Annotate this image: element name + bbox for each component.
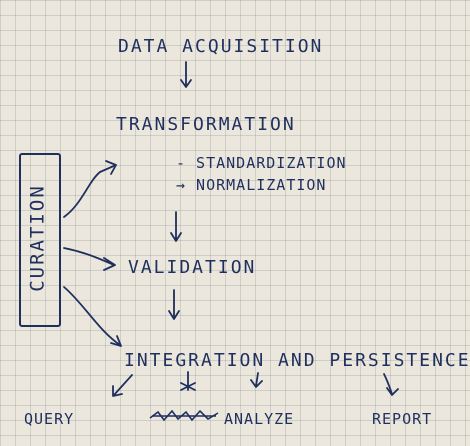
integration-and-persistence-label: INTEGRATION AND PERSISTENCE xyxy=(124,350,470,371)
data-acquisition-label: DATA ACQUISITION xyxy=(118,36,324,57)
curation-label: CURATION xyxy=(26,184,49,292)
transformation-label: TRANSFORMATION xyxy=(116,114,296,135)
arrow-integration-to-analyze xyxy=(180,371,196,391)
arrow-curation-to-validation xyxy=(63,247,116,271)
validation-label: VALIDATION xyxy=(128,257,257,278)
query-label: QUERY xyxy=(24,410,75,428)
analyze-label: ANALYZE xyxy=(224,410,295,428)
report-label: REPORT xyxy=(372,410,433,428)
normalization-label: → NORMALIZATION xyxy=(176,176,327,194)
arrow-transformation-to-validation xyxy=(170,211,182,242)
arrow-acquisition-to-transformation xyxy=(180,61,192,88)
arrow-integration-to-analyze-second xyxy=(250,372,263,388)
curation-box xyxy=(19,153,61,327)
arrow-validation-to-integration xyxy=(168,289,180,320)
arrow-integration-to-report xyxy=(383,373,399,396)
arrow-curation-to-transformation xyxy=(63,160,117,218)
arrow-integration-to-query xyxy=(112,374,133,397)
crossed-out-word xyxy=(149,409,219,422)
arrow-curation-to-integration xyxy=(63,286,122,347)
standardization-label: - STANDARDIZATION xyxy=(176,154,347,172)
